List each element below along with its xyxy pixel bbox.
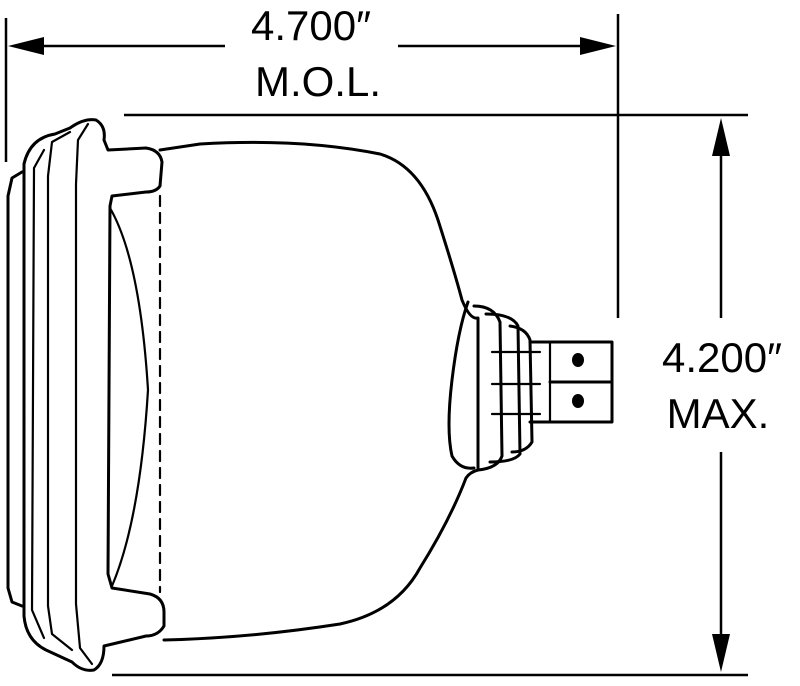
height-qualifier-label: MAX. [667,390,770,437]
length-arrow-right [580,37,616,55]
connector-ring-1 [472,304,504,472]
connector-ring-2 [484,312,522,464]
length-qualifier-label: M.O.L. [255,58,381,105]
inner-flange-line-3 [74,122,94,666]
headlamp-drawing [6,118,614,672]
inner-flange-line-2 [46,130,74,652]
outer-flange [22,118,166,672]
connector-ring-3 [508,324,534,454]
length-arrow-left [8,37,44,55]
inner-flange-line-1 [30,148,46,640]
lens-curve [108,206,150,588]
housing-body [158,140,480,642]
height-value-label: 4.200″ [662,334,782,381]
height-dimension: 4.200″ MAX. [112,113,782,677]
length-value-label: 4.700″ [251,2,371,49]
terminal-hole-upper [572,353,584,367]
length-dimension: 4.700″ M.O.L. [4,2,620,318]
height-arrow-bottom [712,634,730,672]
height-arrow-top [712,118,730,156]
terminal-hole-lower [572,394,584,408]
front-lip [6,170,24,608]
rear-boss [447,300,476,470]
